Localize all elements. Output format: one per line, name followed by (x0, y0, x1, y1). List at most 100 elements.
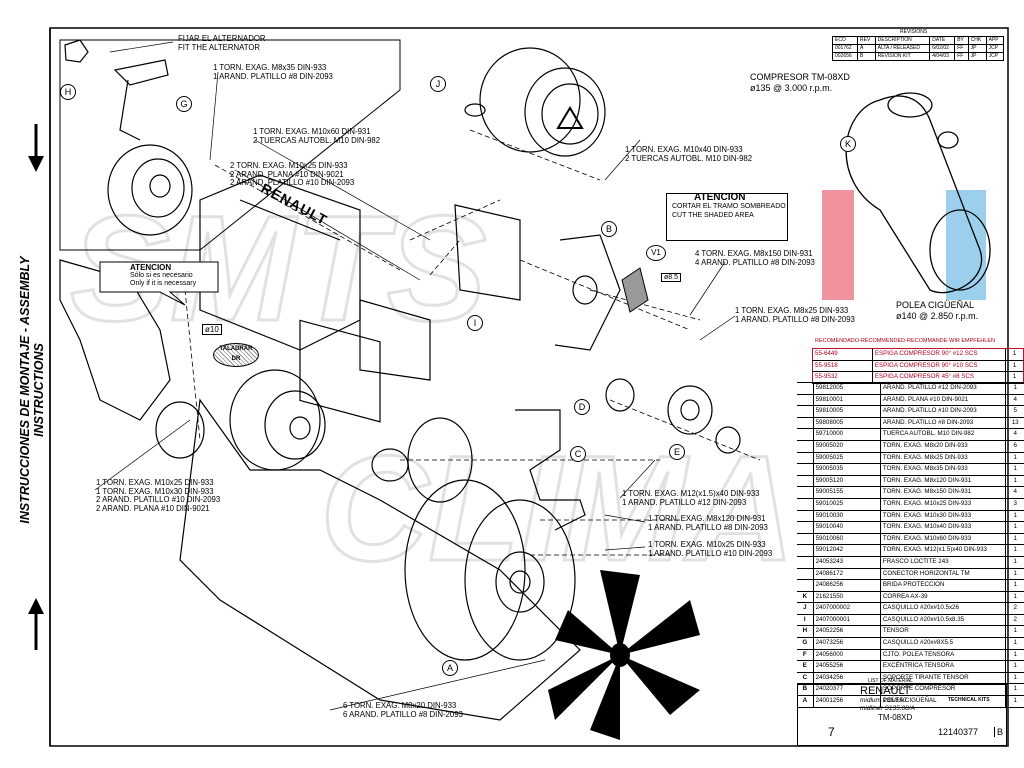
parts-cell: 24034256 (813, 672, 881, 685)
revisions-title: REVISIONS (900, 29, 928, 35)
parts-cell: 1 (1005, 695, 1024, 708)
parts-cell: 59005020 (813, 440, 881, 453)
parts-cell: G (797, 637, 814, 650)
parts-cell: TUERCA AUTOBL. M10 DIN-982 (880, 428, 1007, 441)
parts-cell: I (797, 614, 814, 627)
side-title: INSTRUCCIONES DE MONTAJE - ASSEMBLY INST… (18, 256, 46, 524)
parts-cell: 1 (1005, 510, 1024, 523)
parts-cell: 24020377 (813, 683, 881, 697)
callout-c4: 1 TORN. EXAG. M10x40 DIN-933 2 TUERCAS A… (625, 145, 753, 163)
parts-cell: 59010025 (813, 498, 881, 511)
parts-cell: CJTO. POLEA TENSORA (880, 649, 1007, 662)
title-kit: TM-08XD (878, 713, 913, 722)
parts-cell: 59010030 (813, 510, 881, 523)
parts-cell (797, 568, 814, 581)
parts-cell: 4 (1005, 486, 1024, 499)
parts-cell: TORN. EXAG. M8x120 DIN-931 (880, 475, 1007, 488)
callout-c3: 2 TORN. EXAG. M10x25 DIN-933 2 ARAND. PL… (230, 161, 355, 188)
part-letter-j: J (430, 76, 446, 92)
dia85-label: ø8.5 (661, 273, 682, 282)
parts-cell: CASQUILLO #20x#10.5x26 (880, 602, 1007, 615)
parts-cell: ARAND. PLATILLO #8 DIN-2093 (880, 417, 1007, 430)
parts-cell: 59808005 (813, 417, 881, 430)
parts-cell: K (797, 591, 814, 604)
callout-c2: 1 TORN. EXAG. M10x60 DIN-931 2 TUERCAS A… (253, 127, 381, 145)
parts-cell: 24056000 (813, 649, 881, 662)
parts-cell: CASQUILLO #20x#10.5x8.35 (880, 614, 1007, 627)
callout-c5: 4 TORN. EXAG. M8x150 DIN-931 4 ARAND. PL… (695, 249, 815, 267)
parts-cell (797, 394, 814, 407)
parts-cell: ARAND. PLANA #10 DIN-9021 (880, 394, 1007, 407)
parts-cell (797, 544, 814, 557)
title-sheet: 7 (828, 725, 835, 739)
watermark-red-bar (822, 190, 854, 300)
parts-cell: 13 (1005, 417, 1024, 430)
part-letter-h: H (60, 84, 76, 100)
parts-cell: 1 (1005, 672, 1024, 685)
down-arrow-icon (28, 124, 44, 172)
title-model-sub-1: midlum 135/150 (860, 697, 907, 704)
part-letter-v1: V1 (646, 245, 666, 261)
alternator-main (155, 369, 326, 471)
part-letter-c: C (570, 446, 586, 462)
parts-cell: 24086172 (813, 568, 881, 581)
fan-icon (548, 570, 700, 740)
parts-cell: TENSOR (880, 625, 1007, 639)
atencion-big-box (666, 193, 788, 241)
parts-cell: 1 (1005, 660, 1024, 673)
parts-cell (797, 533, 814, 546)
parts-cell: TORN. EXAG. M8x150 DIN-931 (880, 486, 1007, 499)
part-letter-b: B (601, 221, 617, 237)
parts-cell: ARAND. PLATILLO #12 DIN-2093 (880, 382, 1007, 395)
parts-cell: 2 (1005, 614, 1024, 627)
title-rev: B (994, 727, 1003, 737)
parts-cell: SOPORTE COMPRESOR (880, 683, 1007, 697)
part-letter-i: I (467, 315, 483, 331)
parts-cell (797, 498, 814, 511)
parts-cell: 24086256 (813, 579, 881, 592)
parts-cell (797, 579, 814, 592)
parts-cell: 59810005 (813, 405, 881, 418)
recommended-header: RECOMENDADO-RECOMMENDED-RECOMMANDE-WIR E… (815, 338, 995, 344)
parts-cell: 1 (1005, 475, 1024, 488)
parts-cell (797, 486, 814, 499)
parts-cell: J (797, 602, 814, 615)
parts-cell: 59005035 (813, 463, 881, 476)
callout-fit-alternator: FIJAR EL ALTERNADOR FIT THE ALTERNATOR (178, 34, 266, 52)
parts-cell: FRASCO LOCTITE 243 (880, 556, 1007, 569)
callout-c7: 1 TORN. EXAG. M10x25 DIN-933 1 TORN. EXA… (96, 478, 221, 513)
parts-cell: 59005120 (813, 475, 881, 488)
parts-cell: 59012042 (813, 544, 881, 557)
parts-cell (797, 440, 814, 453)
parts-cell: 1 (1005, 579, 1024, 592)
title-model-sub-2: midliner S135.08/A (860, 705, 915, 712)
parts-cell: A (797, 695, 814, 708)
parts-cell: POLEA CIGÜEÑAL (880, 695, 1007, 708)
parts-cell: 1 (1005, 556, 1024, 569)
crank-pulley (404, 417, 576, 661)
parts-cell: TORN. EXAG. M8x35 DIN-933 (880, 463, 1007, 476)
parts-cell (797, 510, 814, 523)
parts-cell: 2407000002 (813, 602, 881, 615)
parts-cell: 59710000 (813, 428, 881, 441)
parts-cell: ARAND. PLATILLO #10 DIN-2093 (880, 405, 1007, 418)
title-block: RENAULT midlum 135/150 midliner S135.08/… (797, 684, 1007, 746)
parts-cell: 24053243 (813, 556, 881, 569)
